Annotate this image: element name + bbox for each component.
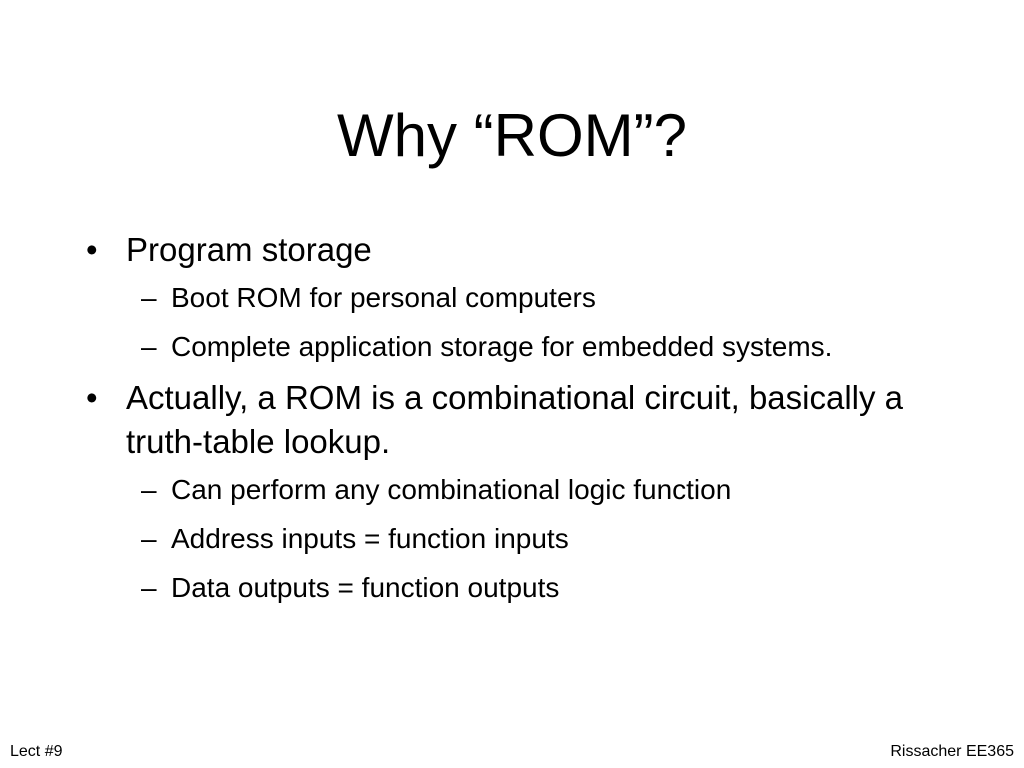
sub-bullet-item: – Boot ROM for personal computers xyxy=(86,278,946,318)
footer-course-name: Rissacher EE365 xyxy=(890,743,1014,760)
sub-bullet-item: – Complete application storage for embed… xyxy=(86,327,946,367)
sub-bullet-item: – Data outputs = function outputs xyxy=(86,568,946,608)
bullet-text: Actually, a ROM is a combinational circu… xyxy=(126,379,904,460)
sub-bullet-text: Complete application storage for embedde… xyxy=(171,331,833,362)
slide-content: • Program storage – Boot ROM for persona… xyxy=(86,228,946,617)
sub-bullet-text: Data outputs = function outputs xyxy=(171,572,560,603)
bullet-text: Program storage xyxy=(126,231,372,268)
sub-bullet-list: – Can perform any combinational logic fu… xyxy=(86,470,946,608)
sub-bullet-text: Can perform any combinational logic func… xyxy=(171,474,732,505)
dash-icon: – xyxy=(141,572,157,603)
bullet-icon: • xyxy=(86,231,98,268)
bullet-icon: • xyxy=(86,379,98,416)
dash-icon: – xyxy=(141,523,157,554)
slide-title: Why “ROM”? xyxy=(337,102,687,169)
dash-icon: – xyxy=(141,331,157,362)
footer-lecture-number: Lect #9 xyxy=(10,743,63,760)
bullet-item: • Actually, a ROM is a combinational cir… xyxy=(86,376,946,464)
dash-icon: – xyxy=(141,474,157,505)
sub-bullet-list: – Boot ROM for personal computers – Comp… xyxy=(86,278,946,367)
sub-bullet-text: Address inputs = function inputs xyxy=(171,523,569,554)
sub-bullet-text: Boot ROM for personal computers xyxy=(171,282,596,313)
dash-icon: – xyxy=(141,282,157,313)
bullet-item: • Program storage xyxy=(86,228,946,272)
sub-bullet-item: – Address inputs = function inputs xyxy=(86,519,946,559)
sub-bullet-item: – Can perform any combinational logic fu… xyxy=(86,470,946,510)
